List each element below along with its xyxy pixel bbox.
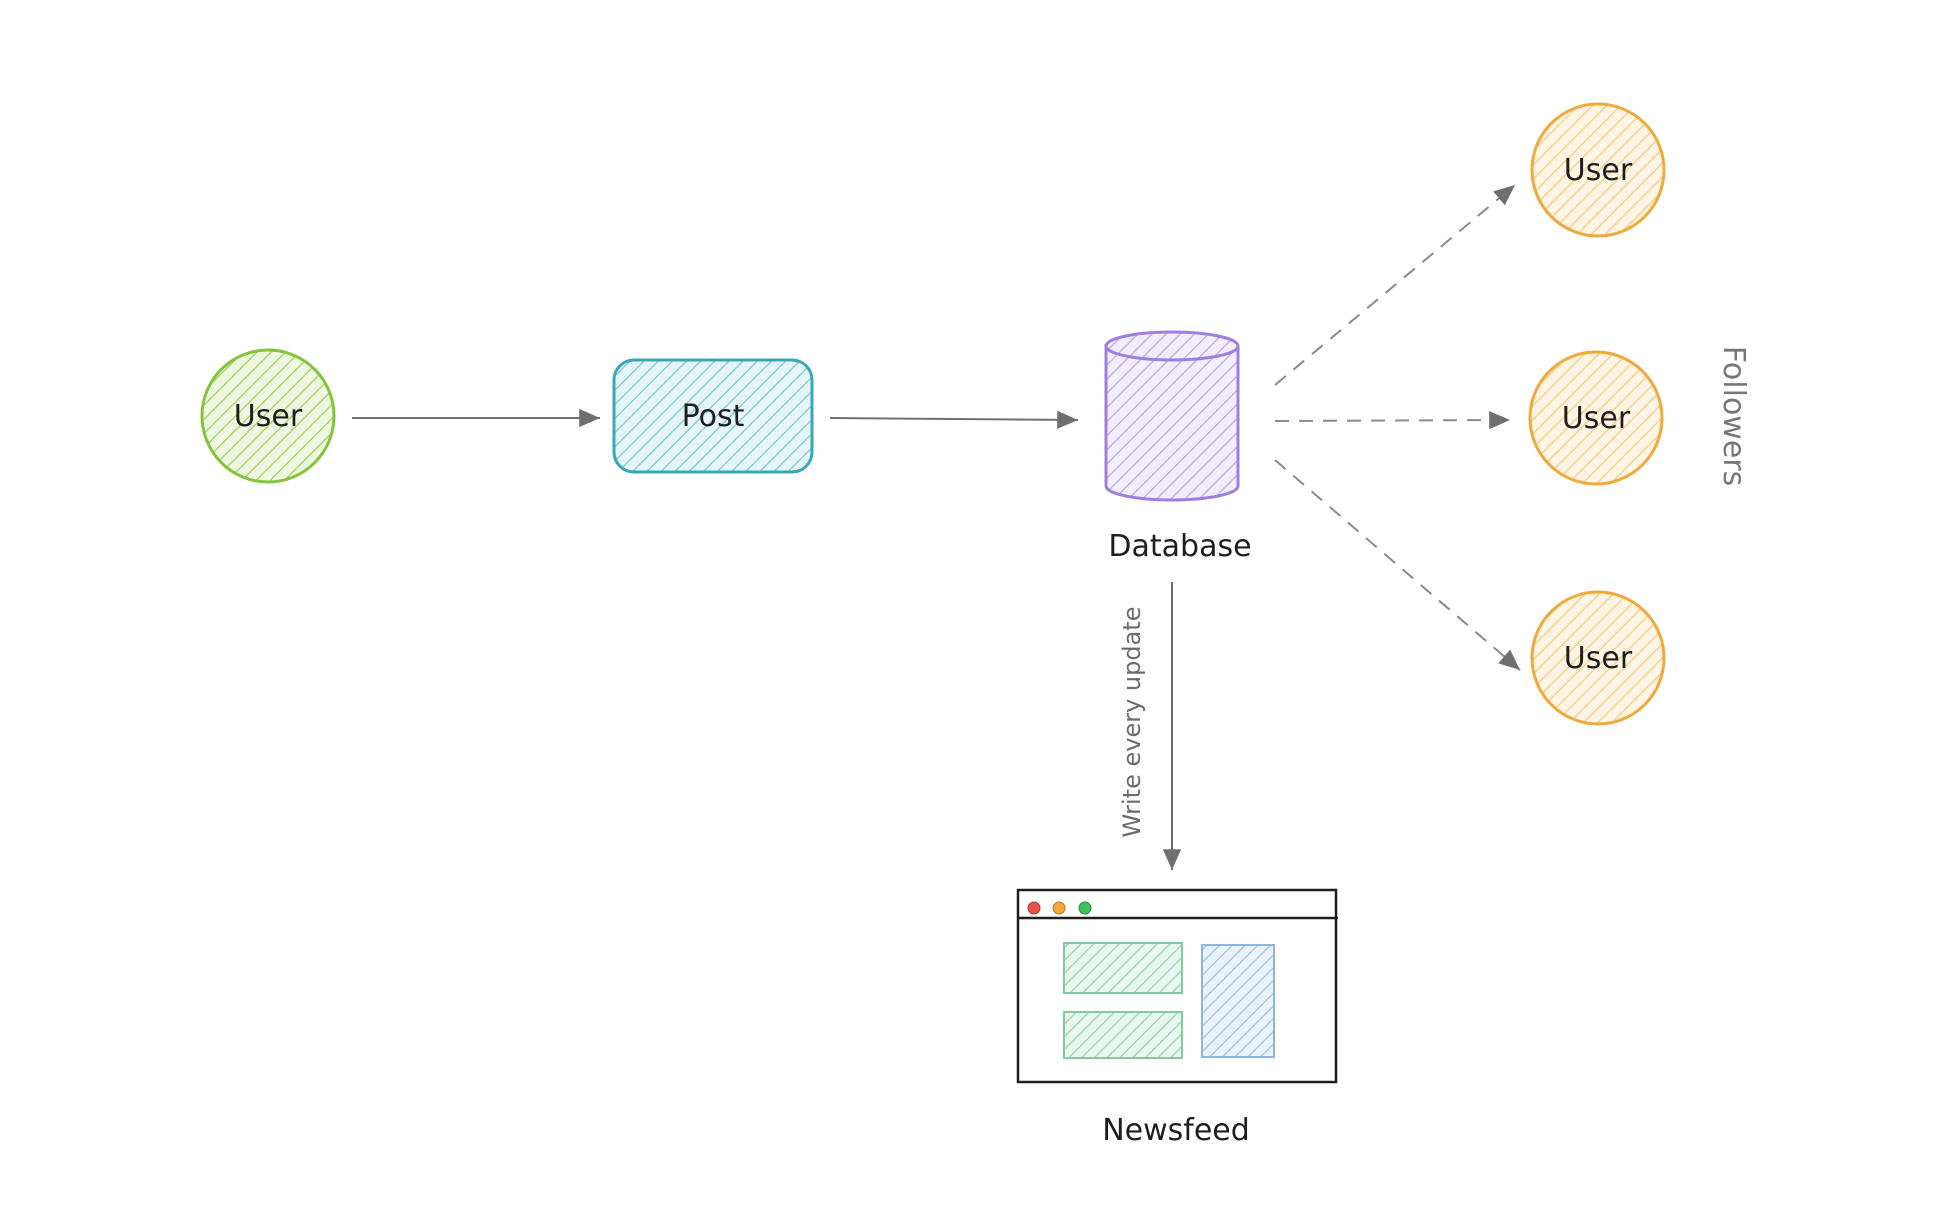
edge-database-to-follower-2 [1274, 410, 1511, 430]
window-close-dot-icon [1027, 901, 1041, 915]
feed-panel-bottom-left [1063, 1011, 1183, 1059]
feed-panel-top-left [1063, 942, 1183, 994]
edge-database-to-follower-3 [1274, 459, 1521, 671]
followers-group-label: Followers [1716, 346, 1751, 487]
follower-1-label: User [1564, 153, 1633, 188]
author-user-circle [200, 348, 336, 484]
window-minimize-dot-icon [1052, 901, 1066, 915]
node-database[interactable]: Database [1104, 330, 1252, 564]
node-author-user[interactable]: User [200, 348, 336, 484]
window-maximize-dot-icon [1078, 901, 1092, 915]
edge-post-to-database [829, 410, 1079, 429]
database-label: Database [1108, 529, 1251, 564]
node-post[interactable]: Post [612, 358, 814, 474]
post-label: Post [682, 399, 745, 434]
follower-3-label: User [1564, 641, 1633, 676]
node-follower-user-1[interactable]: User [1530, 102, 1666, 238]
post-box [612, 358, 814, 474]
feed-panel-right [1201, 944, 1275, 1058]
node-follower-user-3[interactable]: User [1530, 590, 1666, 726]
follower-3-circle [1530, 590, 1666, 726]
author-user-label: User [234, 399, 303, 434]
database-cylinder-icon [1104, 330, 1240, 502]
follower-2-label: User [1562, 401, 1631, 436]
node-follower-user-2[interactable]: User [1528, 350, 1664, 486]
follower-1-circle [1530, 102, 1666, 238]
follower-2-circle [1528, 350, 1664, 486]
newsfeed-window-icon [1016, 888, 1338, 1084]
write-every-update-label: Write every update [1118, 607, 1146, 838]
node-newsfeed[interactable]: Newsfeed [1016, 888, 1338, 1148]
edge-database-to-follower-1 [1274, 184, 1516, 386]
newsfeed-label: Newsfeed [1102, 1113, 1250, 1148]
